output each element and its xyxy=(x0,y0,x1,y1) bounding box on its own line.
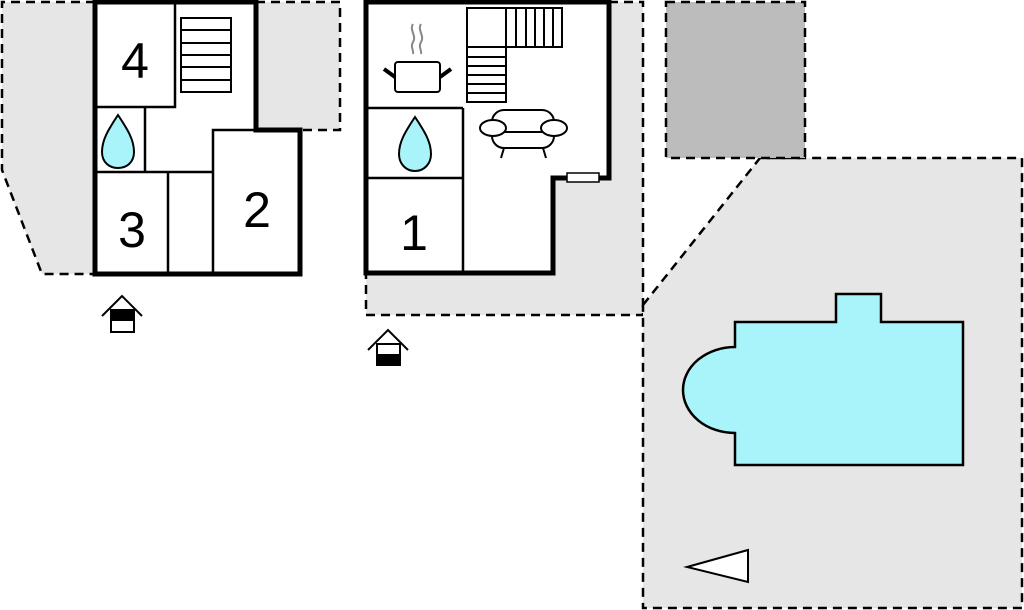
stairs-icon xyxy=(180,17,232,93)
garage xyxy=(664,0,807,160)
room-4-label: 4 xyxy=(121,33,149,89)
north-arrow-icon xyxy=(683,548,749,584)
entrance-icon xyxy=(367,328,409,366)
water-drop-icon xyxy=(397,115,433,173)
water-drop-icon xyxy=(100,113,136,170)
stairs-icon xyxy=(466,7,563,103)
room-3-label: 3 xyxy=(118,202,146,258)
left-right-terrace xyxy=(254,0,342,132)
swimming-pool xyxy=(681,292,965,467)
middle-building xyxy=(363,0,612,276)
sofa-icon xyxy=(479,109,568,159)
left-terrace xyxy=(0,0,97,276)
room-2-label: 2 xyxy=(243,182,271,238)
room-1-label: 1 xyxy=(400,205,428,261)
entrance-icon xyxy=(101,294,143,333)
left-building xyxy=(92,0,303,277)
window-icon xyxy=(566,172,600,183)
cooking-pot-icon xyxy=(382,23,453,93)
